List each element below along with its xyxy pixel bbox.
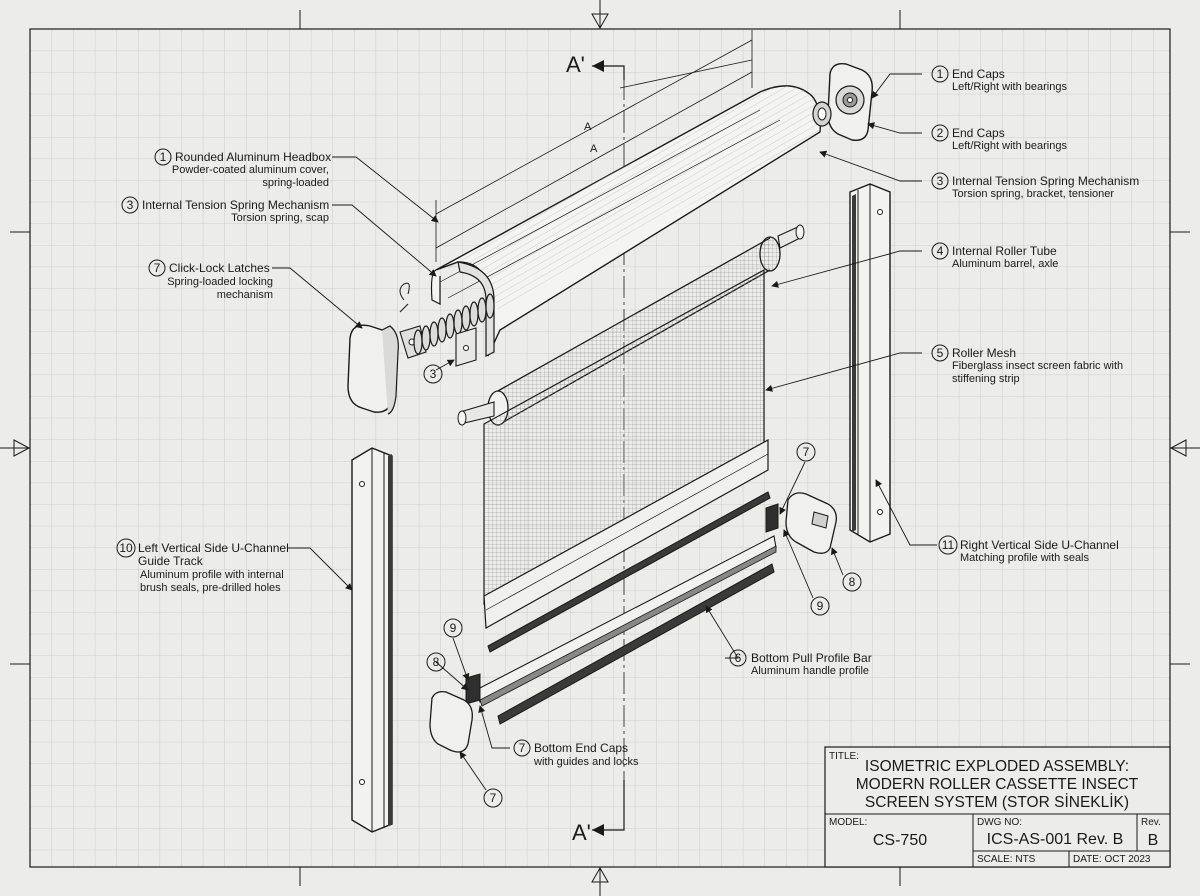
svg-text:Bottom End Caps: Bottom End Caps [534, 741, 628, 755]
callout-bottom-pull-bar: 6 Bottom Pull Profile Bar Aluminum handl… [729, 649, 872, 677]
bottom-end-caps-drawing [429, 492, 837, 753]
title-block: TITLE: ISOMETRIC EXPLODED ASSEMBLY: MODE… [824, 746, 1171, 868]
drawing-title-line-3: SCREEN SYSTEM (STOR SİNEKLİK) [865, 793, 1129, 811]
svg-text:Matching profile with seals: Matching profile with seals [960, 552, 1090, 564]
svg-text:Aluminum barrel, axle: Aluminum barrel, axle [952, 258, 1058, 270]
svg-text:End Caps: End Caps [952, 67, 1005, 81]
svg-text:stiffening strip: stiffening strip [952, 373, 1020, 385]
callout-roller-mesh: 5 Roller Mesh Fiberglass insect screen f… [931, 344, 1123, 385]
svg-text:7: 7 [803, 445, 810, 459]
date-value: DATE: OCT 2023 [1073, 854, 1151, 865]
svg-text:7: 7 [154, 261, 161, 275]
svg-text:Click-Lock Latches: Click-Lock Latches [169, 261, 270, 275]
right-end-cap-drawing [812, 63, 873, 141]
svg-text:Rounded Aluminum Headbox: Rounded Aluminum Headbox [175, 150, 331, 164]
svg-text:Aluminum handle profile: Aluminum handle profile [751, 665, 869, 677]
svg-text:Left/Right with bearings: Left/Right with bearings [952, 81, 1067, 93]
callout-click-lock-latches: 7 Click-Lock Latches Spring-loaded locki… [148, 259, 273, 301]
headbox-drawing [430, 85, 822, 357]
drawing-title-line-1: ISOMETRIC EXPLODED ASSEMBLY: [865, 758, 1129, 775]
svg-text:3: 3 [937, 174, 944, 188]
svg-text:Bottom Pull Profile Bar: Bottom Pull Profile Bar [751, 651, 872, 665]
left-side-channel-drawing [351, 447, 393, 833]
svg-text:Spring-loaded locking: Spring-loaded locking [167, 276, 273, 288]
svg-text:7: 7 [519, 741, 526, 755]
svg-text:Internal Tension Spring Mechan: Internal Tension Spring Mechanism [952, 174, 1139, 188]
svg-text:brush seals, pre-drilled holes: brush seals, pre-drilled holes [140, 582, 281, 594]
spring-mechanism-drawing [399, 282, 495, 367]
svg-text:8: 8 [849, 575, 856, 589]
svg-text:Right Vertical Side U-Channel: Right Vertical Side U-Channel [960, 538, 1119, 552]
callout-roller-tube: 4 Internal Roller Tube Aluminum barrel, … [931, 242, 1058, 270]
svg-text:Guide Track: Guide Track [138, 554, 204, 568]
rev-label: Rev. [1141, 817, 1161, 828]
svg-text:10: 10 [119, 541, 133, 555]
callout-headbox: 1 Rounded Aluminum Headbox Powder-coated… [154, 148, 331, 189]
left-end-cap-drawing [347, 324, 399, 415]
svg-text:1: 1 [160, 150, 167, 164]
svg-text:9: 9 [817, 599, 824, 613]
svg-text:6: 6 [735, 651, 742, 665]
svg-text:spring-loaded: spring-loaded [262, 177, 329, 189]
svg-text:Powder-coated aluminum cover,: Powder-coated aluminum cover, [172, 164, 329, 176]
svg-text:with guides and locks: with guides and locks [533, 756, 639, 768]
scale-value: SCALE: NTS [977, 854, 1036, 865]
svg-text:Left/Right with bearings: Left/Right with bearings [952, 140, 1067, 152]
rev-value: B [1148, 832, 1159, 849]
section-mark-top: A' [566, 52, 585, 77]
callout-bottom-end-caps: 7 Bottom End Caps with guides and locks [513, 739, 639, 768]
svg-text:Fiberglass insect screen fabri: Fiberglass insect screen fabric with [952, 360, 1123, 372]
dimension-lines [435, 30, 753, 262]
svg-text:11: 11 [942, 538, 955, 552]
callout-end-caps-2: 2 End Caps Left/Right with bearings [931, 124, 1067, 152]
right-side-channel-drawing [849, 183, 891, 543]
title-label: TITLE: [829, 751, 859, 762]
svg-text:3: 3 [430, 367, 437, 381]
svg-text:Aluminum profile with internal: Aluminum profile with internal [140, 569, 284, 581]
callout-tension-spring-right: 3 Internal Tension Spring Mechanism Tors… [931, 172, 1139, 200]
dimension-a1: A [584, 121, 592, 133]
mesh-fabric-drawing [483, 268, 769, 629]
model-label: MODEL: [829, 817, 867, 828]
svg-text:End Caps: End Caps [952, 126, 1005, 140]
svg-text:Internal Roller Tube: Internal Roller Tube [952, 244, 1057, 258]
svg-text:Roller Mesh: Roller Mesh [952, 346, 1016, 360]
part-bubbles: 3 7 8 9 9 8 7 [423, 364, 862, 808]
svg-text:Internal Tension Spring Mechan: Internal Tension Spring Mechanism [142, 198, 329, 212]
dwg-value: ICS-AS-001 Rev. B [987, 831, 1124, 848]
callout-tension-spring-left: 3 Internal Tension Spring Mechanism Tors… [121, 196, 329, 224]
svg-text:1: 1 [937, 67, 944, 81]
bottom-profile-drawing [475, 491, 777, 725]
svg-text:7: 7 [490, 791, 497, 805]
drawing-title-line-2: MODERN ROLLER CASSETTE INSECT [856, 776, 1139, 793]
section-mark-bottom: A' [572, 820, 591, 845]
callout-right-channel: 11 Right Vertical Side U-Channel Matchin… [938, 535, 1119, 564]
svg-text:8: 8 [433, 655, 440, 669]
svg-text:Torsion spring, bracket, tensi: Torsion spring, bracket, tensioner [952, 188, 1114, 200]
svg-text:Torsion spring, scap: Torsion spring, scap [231, 212, 329, 224]
dwg-label: DWG NO: [977, 817, 1022, 828]
callout-end-caps-1: 1 End Caps Left/Right with bearings [931, 65, 1067, 93]
svg-text:9: 9 [450, 621, 457, 635]
svg-text:4: 4 [937, 244, 944, 258]
svg-text:5: 5 [937, 346, 944, 360]
model-value: CS-750 [873, 832, 927, 849]
leader-lines [272, 73, 937, 791]
dimension-a2: A [590, 143, 598, 155]
svg-text:mechanism: mechanism [217, 289, 273, 301]
svg-text:3: 3 [127, 198, 134, 212]
svg-text:2: 2 [937, 126, 944, 140]
callout-left-channel: 10 Left Vertical Side U-Channel Guide Tr… [116, 538, 289, 594]
svg-text:Left Vertical Side U-Channel: Left Vertical Side U-Channel [138, 541, 289, 555]
